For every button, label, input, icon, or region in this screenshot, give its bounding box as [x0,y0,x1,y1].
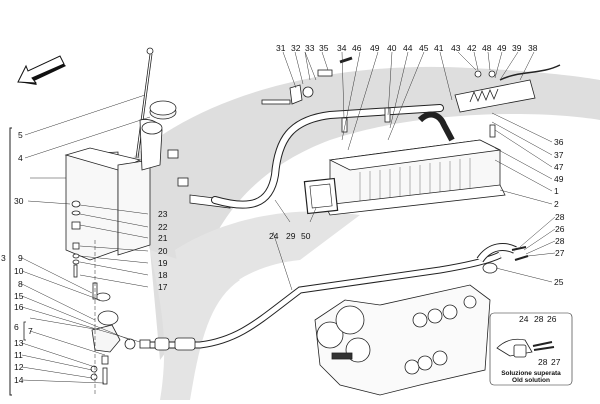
callout-26: 26 [555,224,565,234]
callout-35: 35 [319,43,329,53]
group-bracket-6 [23,321,26,341]
callout-13: 13 [14,338,24,348]
callout-19: 19 [158,258,168,268]
background-swoosh [130,66,600,361]
callout-45: 45 [419,43,429,53]
callout-41: 41 [434,43,444,53]
leader-lines [21,51,556,384]
callout-20: 20 [158,246,168,256]
callout-49b: 49 [497,43,507,53]
tank-mount-parts [71,200,81,278]
inset-callout-28: 28 [534,314,544,324]
inset-part [496,338,555,358]
callout-28b: 28 [555,236,565,246]
callout-10: 10 [14,266,24,276]
filter-housing [90,282,196,385]
callout-6: 6 [14,322,19,332]
old-solution-inset [489,312,573,386]
callout-17: 17 [158,282,168,292]
callout-18: 18 [158,270,168,280]
callout-4: 4 [18,153,23,163]
callout-44: 44 [403,43,413,53]
callout-34: 34 [337,43,347,53]
inset-callout-27: 27 [551,357,561,367]
callout-30: 30 [14,196,24,206]
bolts-top [341,64,561,138]
oil-tank [64,119,231,261]
callout-3: 3 [1,253,6,263]
inset-caption-english: Old solution [512,377,550,385]
callout-48: 48 [482,43,492,53]
callout-1: 1 [554,186,559,196]
arrow-front-icon [17,55,66,85]
tank-cap [149,100,177,120]
inset-caption: Soluzione superata Old solution [490,370,572,385]
callout-22: 22 [158,222,168,232]
callout-33: 33 [305,43,315,53]
inset-caption-italian: Soluzione superata [501,370,561,377]
callout-37: 37 [554,150,564,160]
inset-callout-24: 24 [519,314,529,324]
callout-14: 14 [14,375,24,385]
callout-23: 23 [158,209,168,219]
callout-46: 46 [352,43,362,53]
callout-15: 15 [14,291,24,301]
callout-28: 28 [555,212,565,222]
callout-27: 27 [555,248,565,258]
callout-43: 43 [451,43,461,53]
clamp-bracket [261,56,455,142]
callout-42: 42 [467,43,477,53]
callout-36: 36 [554,137,564,147]
callout-38: 38 [528,43,538,53]
oil-cooler [324,139,506,216]
oil-pump-engine [314,284,491,396]
callout-5: 5 [18,130,23,140]
callout-2: 2 [554,199,559,209]
inset-callout-28b: 28 [538,357,548,367]
callout-11: 11 [14,350,23,360]
callout-25: 25 [554,277,564,287]
callout-50: 50 [301,231,311,241]
callout-24: 24 [269,231,279,241]
callout-49c: 49 [554,174,564,184]
callout-16: 16 [14,302,24,312]
callout-49: 49 [370,43,380,53]
callout-8: 8 [18,279,23,289]
group-bracket-3 [9,127,12,396]
callout-40: 40 [387,43,397,53]
callout-21: 21 [158,233,168,243]
callout-39: 39 [512,43,522,53]
callout-47: 47 [554,162,564,172]
callout-32: 32 [291,43,301,53]
callout-12: 12 [14,362,24,372]
dipstick [135,47,154,159]
callout-31: 31 [276,43,286,53]
callout-7: 7 [28,326,33,336]
callout-9: 9 [18,253,23,263]
callout-29: 29 [286,231,296,241]
inset-callout-26: 26 [547,314,557,324]
background-swoosh-lower [175,211,360,340]
